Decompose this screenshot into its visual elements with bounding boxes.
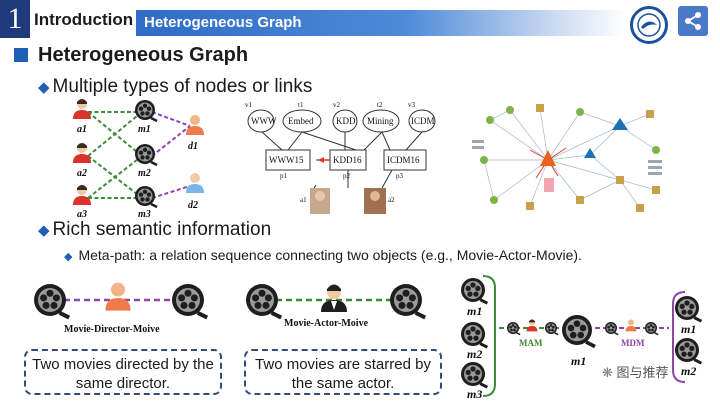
banner: Heterogeneous Graph [136, 10, 626, 36]
node-label: a2 [388, 196, 395, 204]
graph-node: KDD [336, 116, 356, 126]
movie-reel-icon [506, 321, 521, 336]
movie-reel-icon [459, 276, 489, 305]
graph-node: Embed [288, 116, 314, 126]
movie-reel-icon [459, 320, 489, 349]
graph-node: KDD16 [333, 155, 362, 165]
complex-network-illustration [470, 100, 670, 216]
mam-label: MAM [519, 338, 543, 348]
section-number: 1 [0, 0, 30, 38]
mdm-label: MDM [621, 338, 645, 348]
actor-icon [321, 284, 347, 312]
node-label: m2 [681, 364, 697, 378]
banner-title: Heterogeneous Graph [144, 14, 302, 31]
node-label: d1 [188, 141, 198, 152]
node-label: a2 [77, 168, 87, 179]
metapath-mdm-diagram: Movie-Director-Moive [24, 280, 224, 335]
bullet-semantic-info: ◆Rich semantic information [38, 219, 271, 241]
movie-reel-icon [34, 284, 69, 318]
node-label: v2 [333, 101, 340, 109]
metapath-neighbors-diagram: m1 m2 m3 MAM MDM m1 m1 m2 [455, 272, 710, 402]
metapath-text: Meta-path: a relation sequence connectin… [78, 247, 582, 263]
mam-note: Two movies are starred by the same actor… [244, 349, 442, 395]
actor-icon [526, 319, 538, 332]
movie-reel-icon [673, 294, 703, 323]
diamond-icon: ◆ [38, 79, 50, 96]
actor-icon [73, 99, 91, 119]
graph-node: WWW15 [269, 155, 304, 165]
section-title: Introduction [34, 10, 134, 29]
movie-reel-icon [644, 321, 659, 336]
director-icon [105, 282, 131, 311]
graph-node: ICDM16 [387, 155, 420, 165]
graph-node: ICDM [411, 116, 435, 126]
director-icon [186, 173, 204, 193]
bullet-text: Rich semantic information [52, 219, 272, 240]
node-label: m1 [681, 322, 697, 336]
university-logo [630, 6, 668, 44]
movie-reel-icon [604, 321, 619, 336]
bullet-text: Multiple types of nodes or links [52, 76, 313, 97]
watermark-text: 图与推荐 [616, 365, 669, 380]
movie-reel-icon [133, 98, 159, 123]
director-icon [625, 319, 637, 332]
graph-node: Mining [367, 116, 394, 126]
movie-reel-icon [133, 184, 159, 209]
node-label: m2 [467, 347, 483, 361]
metapath-mam-diagram: Movie-Actor-Moive [240, 280, 440, 334]
diamond-icon: ◆ [64, 251, 73, 263]
node-label: p1 [280, 172, 287, 180]
hetero-graph-figure-2: v1 t1 v2 t2 v3 WWW Embed KDD Mining ICDM… [244, 100, 444, 218]
mam-caption: Movie-Actor-Moive [284, 318, 369, 329]
node-label: p3 [396, 172, 403, 180]
node-label: a1 [300, 196, 307, 204]
movie-reel-icon [390, 284, 425, 318]
metapath-definition: ◆ Meta-path: a relation sequence connecti… [64, 247, 582, 263]
actor-icon [73, 185, 91, 205]
movie-reel-icon [560, 313, 597, 349]
hetero-graph-figure-1: a1 a2 a3 m1 m2 m3 d1 d2 [60, 98, 220, 220]
movie-reel-icon [133, 142, 159, 167]
node-label: t1 [298, 101, 304, 109]
movie-reel-icon [172, 284, 207, 318]
movie-reel-icon [459, 360, 489, 389]
mdm-caption: Movie-Director-Moive [64, 324, 160, 335]
node-label: a3 [77, 209, 87, 220]
movie-reel-icon [673, 336, 703, 365]
node-label: v3 [408, 101, 415, 109]
director-icon [186, 115, 204, 135]
node-label: m3 [467, 387, 483, 401]
node-label: d2 [188, 200, 198, 211]
node-label: t2 [377, 101, 383, 109]
share-icon[interactable] [678, 6, 708, 36]
watermark: ❋ 图与推荐 [602, 362, 669, 381]
node-label: m1 [467, 304, 483, 318]
page-heading: Heterogeneous Graph [38, 44, 249, 66]
diamond-icon: ◆ [38, 222, 50, 239]
node-label: m2 [138, 168, 151, 179]
wechat-icon: ❋ [602, 365, 617, 380]
node-label: m1 [571, 354, 587, 368]
bullet-node-types: ◆Multiple types of nodes or links [38, 76, 312, 98]
heading-square-icon [14, 48, 28, 62]
node-label: p2 [343, 172, 350, 180]
actor-icon [73, 143, 91, 163]
movie-reel-icon [544, 321, 559, 336]
node-label: m1 [138, 124, 151, 135]
node-label: m3 [138, 209, 151, 220]
node-label: a1 [77, 124, 87, 135]
graph-node: WWW [251, 116, 277, 126]
movie-reel-icon [246, 284, 281, 318]
mdm-note: Two movies directed by the same director… [24, 349, 222, 395]
node-label: v1 [245, 101, 252, 109]
